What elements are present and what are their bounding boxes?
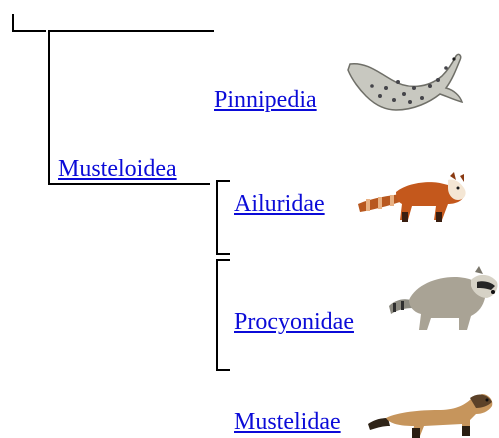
taxon-label-pinnipedia[interactable]: Pinnipedia xyxy=(214,86,317,114)
lower-bracket-vertical xyxy=(216,259,218,371)
taxon-label-procyonidae[interactable]: Procyonidae xyxy=(234,308,354,336)
inner-bracket-bottom xyxy=(216,253,230,255)
root-horizontal-line xyxy=(12,30,46,32)
clade-label-musteloidea[interactable]: Musteloidea xyxy=(58,155,177,183)
inner-top-tick xyxy=(216,180,230,182)
red-panda-icon xyxy=(352,172,470,224)
lower-bracket-top xyxy=(216,259,230,261)
lower-bracket-bottom xyxy=(216,369,230,371)
inner-bracket-vertical xyxy=(216,180,218,255)
top-horizontal-line xyxy=(48,30,214,32)
seal-icon xyxy=(344,44,464,124)
raccoon-icon xyxy=(387,266,499,332)
ferret-icon xyxy=(366,384,498,438)
trunk-vertical-line xyxy=(48,30,50,185)
taxon-label-mustelidae[interactable]: Mustelidae xyxy=(234,408,341,436)
taxon-label-ailuridae[interactable]: Ailuridae xyxy=(234,190,325,218)
trunk-bottom-line xyxy=(48,183,210,185)
